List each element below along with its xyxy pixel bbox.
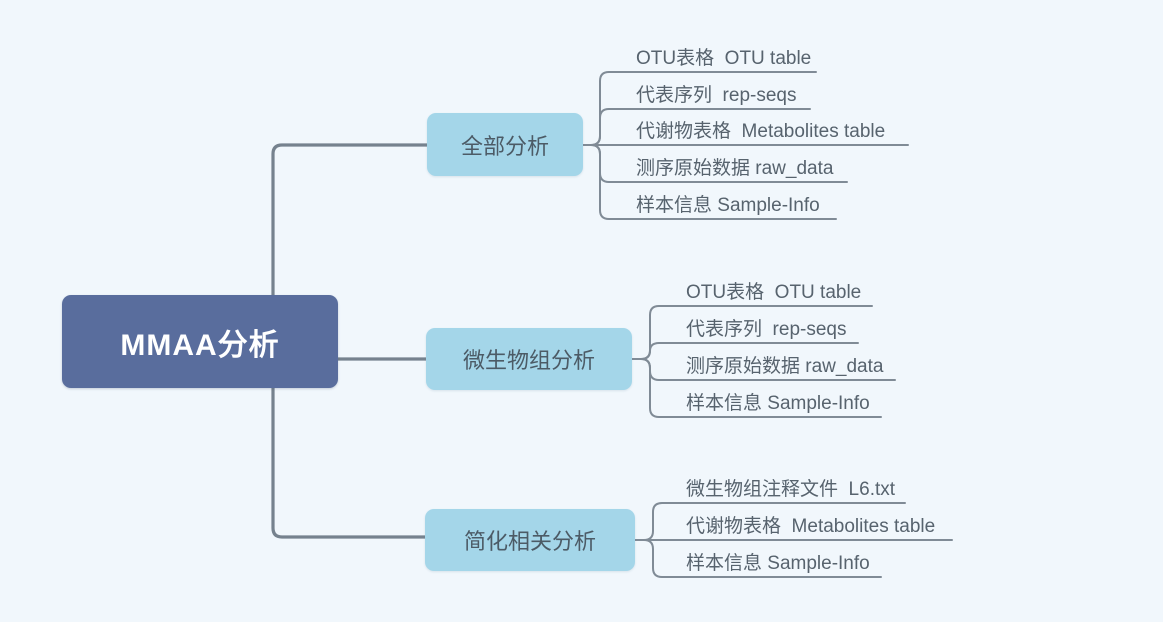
- branch-node-microbiome-analysis[interactable]: 微生物组分析: [426, 328, 632, 390]
- connector-branch1-leaf-2: [590, 108, 811, 146]
- connector-branch3-leaf-3: [643, 539, 882, 578]
- root-node[interactable]: MMAA分析: [62, 295, 338, 388]
- leaf-node[interactable]: OTU表格 OTU table: [686, 282, 862, 303]
- leaf-node[interactable]: 测序原始数据 raw_data: [686, 356, 884, 377]
- leaf-node[interactable]: 微生物组注释文件 L6.txt: [686, 479, 896, 500]
- leaf-node[interactable]: OTU表格 OTU table: [636, 48, 812, 69]
- connector-root-to-branch-3: [271, 339, 427, 539]
- leaf-node[interactable]: 测序原始数据 raw_data: [636, 158, 834, 179]
- leaf-node[interactable]: 代表序列 rep-seqs: [636, 85, 797, 106]
- connector-branch2-leaf-2: [640, 342, 859, 360]
- leaf-node[interactable]: 代表序列 rep-seqs: [686, 319, 847, 340]
- leaf-node[interactable]: 代谢物表格 Metabolites table: [636, 121, 886, 142]
- connector-branch3-leaf-1: [643, 502, 906, 541]
- leaf-node[interactable]: 样本信息 Sample-Info: [686, 393, 870, 414]
- connector-branch2-leaf-4: [640, 358, 882, 418]
- connector-root-to-branch-1: [271, 143, 429, 343]
- connector-branch1-leaf-5: [590, 144, 837, 220]
- branch-node-simplified-correlation-analysis[interactable]: 简化相关分析: [425, 509, 635, 571]
- branch-node-all-analysis[interactable]: 全部分析: [427, 113, 583, 176]
- leaf-node[interactable]: 样本信息 Sample-Info: [636, 195, 820, 216]
- leaf-node[interactable]: 样本信息 Sample-Info: [686, 553, 870, 574]
- leaf-node[interactable]: 代谢物表格 Metabolites table: [686, 516, 936, 537]
